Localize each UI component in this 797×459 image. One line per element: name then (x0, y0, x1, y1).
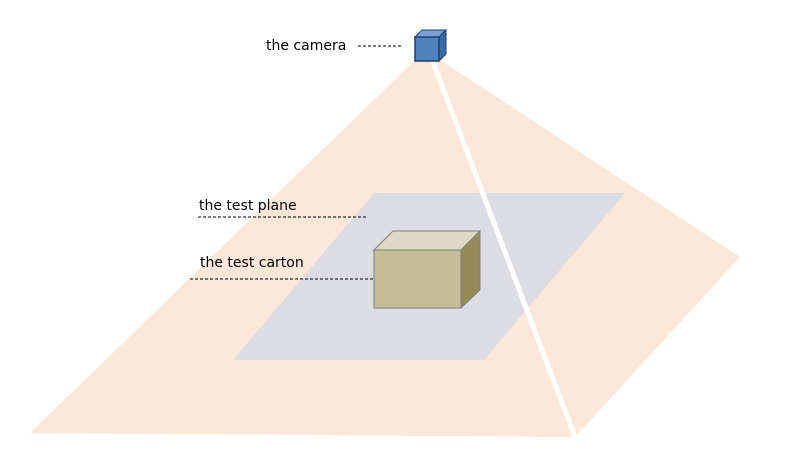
test-carton-label: the test carton (200, 255, 304, 271)
carton-front-face (373, 249, 462, 309)
camera-front-face (414, 36, 440, 62)
camera-label: the camera (266, 38, 347, 54)
optical-axis-line (430, 61, 578, 438)
test-plane-label: the test plane (199, 198, 297, 214)
camera-cube (413, 28, 448, 63)
test-carton (372, 229, 482, 310)
